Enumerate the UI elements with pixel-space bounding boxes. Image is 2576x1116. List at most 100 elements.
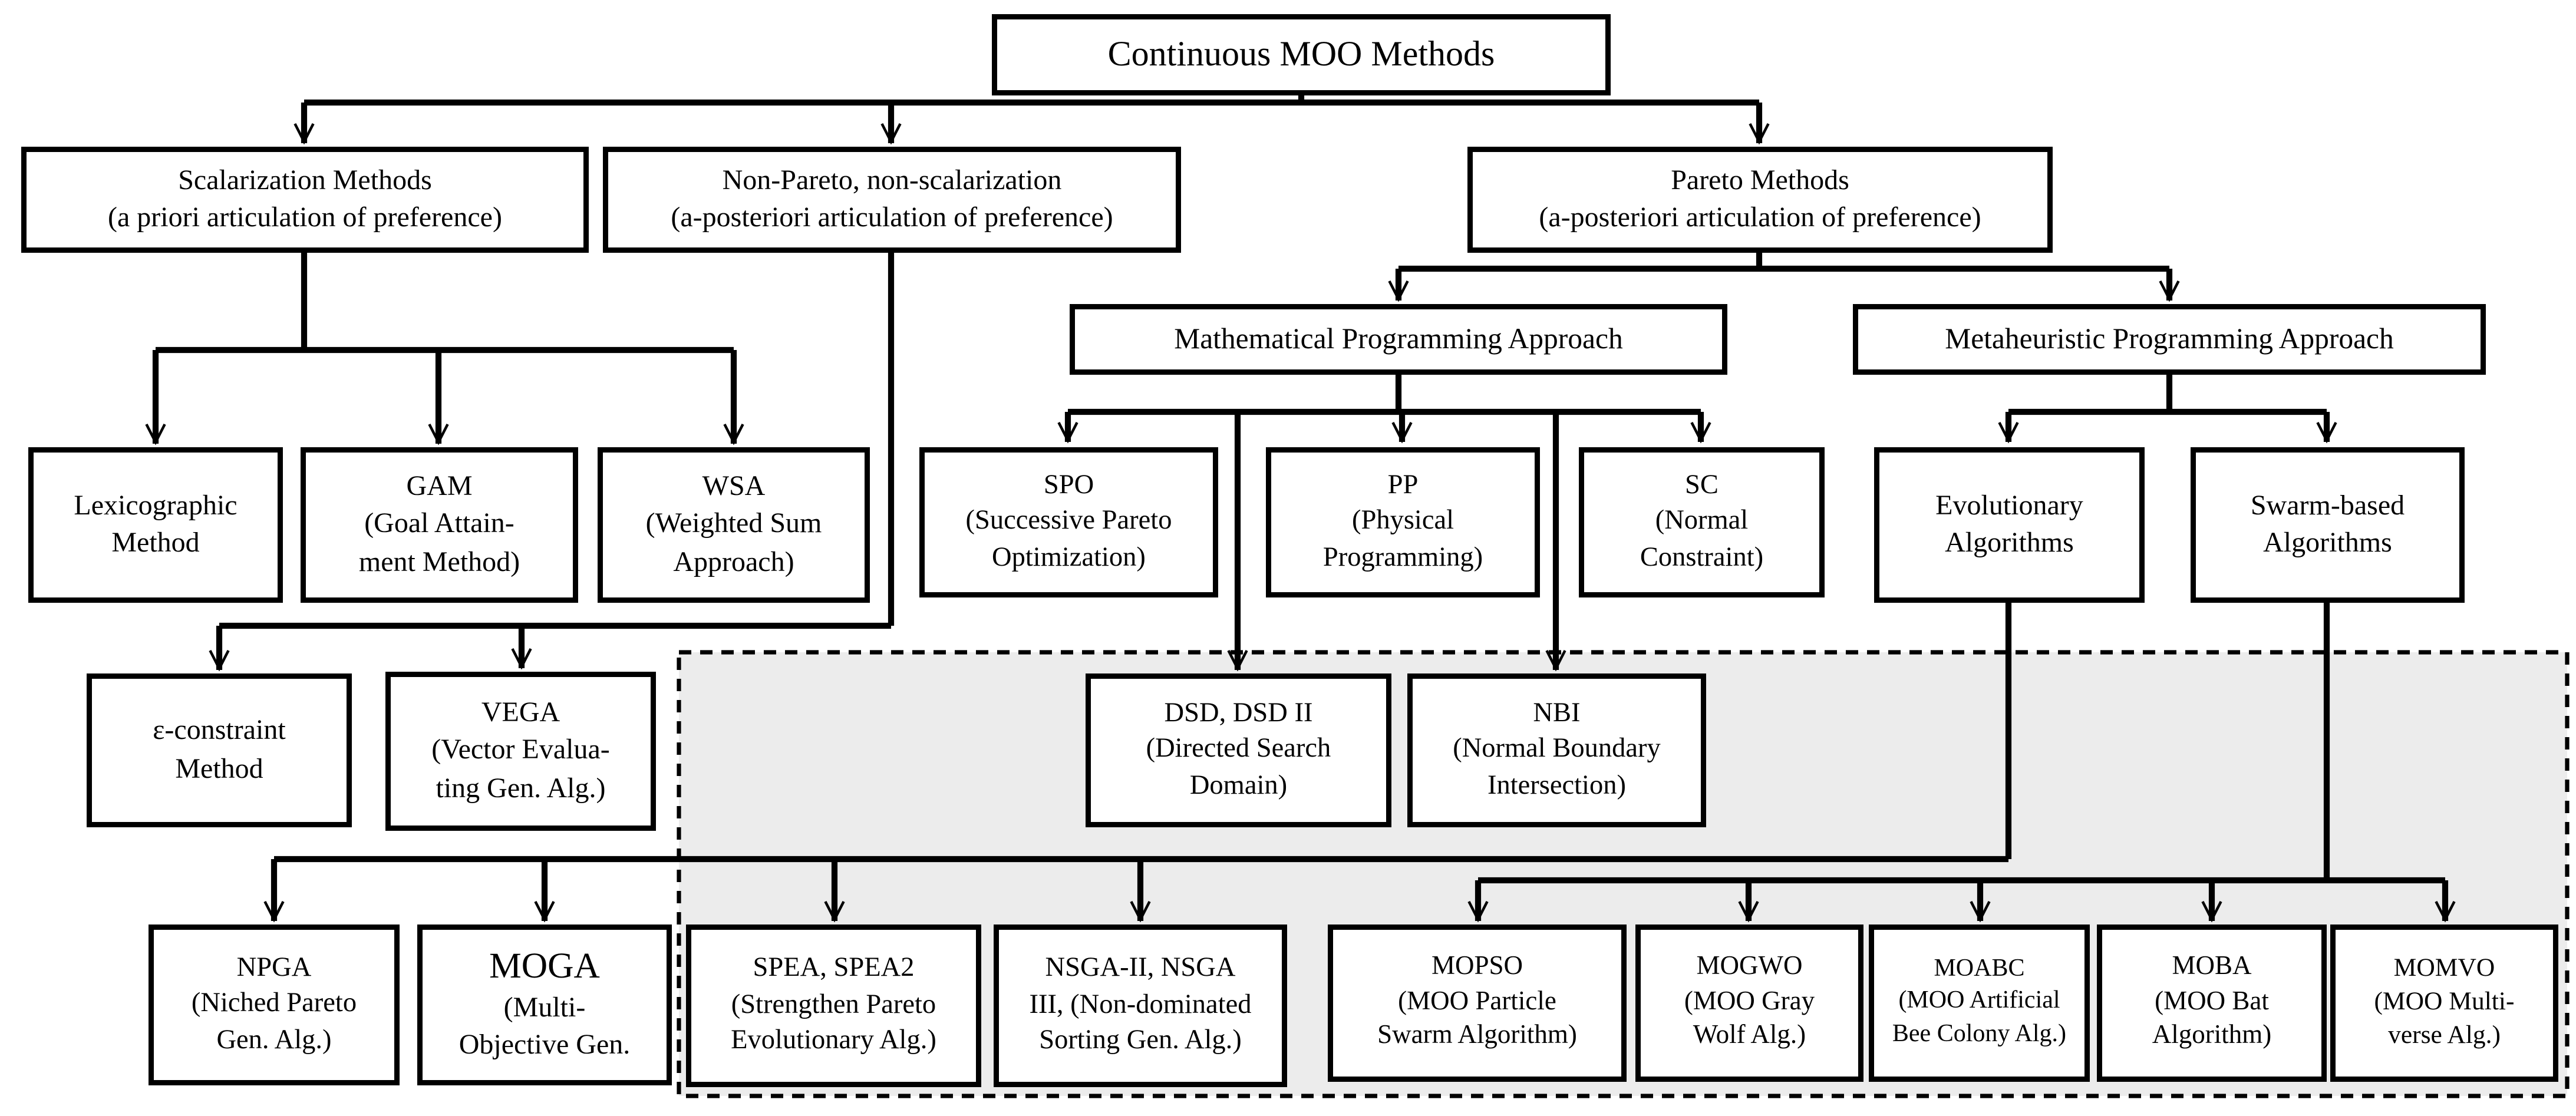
node-label-line: (a-posteriori articulation of preference…: [671, 203, 1113, 233]
arrowhead: [2159, 280, 2180, 302]
arrowhead: [511, 648, 532, 670]
node-label-line: (Physical: [1351, 506, 1454, 536]
node-label-line: Mathematical Programming Approach: [1174, 322, 1623, 356]
arrowhead: [534, 900, 555, 923]
node-label-line: SPEA, SPEA2: [753, 953, 915, 983]
node-label-line: (Normal: [1655, 506, 1749, 536]
node-label-line: (Niched Pareto: [191, 988, 357, 1019]
arrowhead: [1690, 421, 1711, 444]
node-label-line: Algorithms: [1945, 529, 2074, 559]
node-label-line: Non-Pareto, non-scalarization: [722, 166, 1062, 196]
node-label-line: (Vector Evalua-: [431, 736, 610, 767]
node-label-line: Bee Colony Alg.): [1892, 1021, 2067, 1048]
arrowhead: [293, 123, 315, 145]
node-label-line: verse Alg.): [2388, 1022, 2501, 1051]
node-label-line: Method: [111, 529, 200, 559]
node-label-line: Metaheuristic Programming Approach: [1945, 322, 2394, 356]
node-label-line: ting Gen. Alg.): [436, 773, 606, 804]
node-moga: MOGA (Multi- Objective Gen.: [417, 925, 672, 1085]
node-label-line: Algorithms: [2263, 529, 2392, 559]
node-label-line: ε-constraint: [153, 717, 286, 747]
arrowhead: [1738, 900, 1759, 923]
node-label-line: (Strengthen Pareto: [731, 989, 936, 1020]
node-non-pareto: Non-Pareto, non-scalarization (a-posterio…: [603, 147, 1181, 253]
node-label-line: (Directed Search: [1146, 734, 1331, 764]
node-label-line: NBI: [1533, 698, 1581, 728]
arrowhead: [723, 423, 744, 445]
node-label-line: ment Method): [358, 547, 520, 577]
node-root: Continuous MOO Methods: [992, 14, 1611, 95]
node-label-line: Objective Gen.: [459, 1031, 631, 1061]
node-label-line: MOABC: [1934, 956, 2025, 983]
node-label-line: MOPSO: [1431, 952, 1523, 981]
arrowhead: [145, 423, 166, 445]
node-label-line: (Multi-: [503, 993, 586, 1024]
node-label-line: Wolf Alg.): [1693, 1022, 1806, 1051]
node-label-line: Approach): [673, 547, 794, 577]
arrowhead: [1388, 280, 1409, 302]
arrowhead: [428, 423, 449, 445]
node-label-line: (Normal Boundary: [1453, 734, 1661, 764]
node-label-line: PP: [1387, 470, 1419, 500]
node-label-line: (MOO Gray: [1684, 987, 1815, 1016]
arrowhead: [1467, 900, 1489, 923]
node-label-line: MOMVO: [2393, 954, 2495, 983]
node-label-line: (MOO Artificial: [1898, 988, 2060, 1015]
node-label-line: Swarm-based: [2250, 491, 2405, 521]
node-label-line: GAM: [406, 472, 473, 503]
node-scalarization: Scalarization Methods (a priori articulat…: [21, 147, 589, 253]
node-label-line: (MOO Multi-: [2374, 988, 2515, 1016]
node-math-prog: Mathematical Programming Approach: [1070, 304, 1727, 375]
arrowhead: [1545, 649, 1566, 672]
node-label-line: (Goal Attain-: [364, 510, 514, 540]
node-label-line: MOGA: [489, 946, 600, 986]
node-gam: GAM (Goal Attain-ment Method): [301, 447, 578, 603]
node-label-line: Domain): [1189, 770, 1288, 801]
node-label-line: Algorithm): [2152, 1022, 2272, 1051]
arrowhead: [1227, 649, 1248, 672]
node-label-line: SC: [1685, 470, 1719, 500]
node-label-line: NSGA-II, NSGA: [1045, 953, 1236, 983]
node-label-line: Programming): [1322, 542, 1483, 573]
node-label-line: III, (Non-dominated: [1029, 989, 1252, 1020]
arrowhead: [1970, 900, 1991, 923]
node-pareto: Pareto Methods (a-posteriori articulation…: [1467, 147, 2053, 253]
arrowhead: [263, 900, 285, 923]
node-label-line: Method: [175, 754, 263, 784]
node-label-line: NPGA: [236, 952, 312, 983]
node-label-line: Swarm Algorithm): [1377, 1022, 1577, 1051]
arrowhead: [2201, 900, 2222, 923]
arrowhead: [824, 900, 845, 923]
node-label-line: (a-posteriori articulation of preference…: [1539, 203, 1981, 233]
node-label-line: Scalarization Methods: [178, 166, 432, 196]
node-label-line: DSD, DSD II: [1164, 698, 1313, 728]
node-label-line: (Weighted Sum: [645, 510, 822, 540]
node-label-line: (MOO Particle: [1398, 987, 1556, 1016]
arrowhead: [1057, 421, 1078, 444]
arrowhead: [2316, 421, 2337, 444]
node-label-line: Pareto Methods: [1671, 166, 1849, 196]
node-label-line: (a priori articulation of preference): [108, 203, 502, 233]
node-label-line: Evolutionary Alg.): [731, 1025, 936, 1056]
arrowhead: [880, 123, 902, 145]
node-label-line: (Successive Pareto: [965, 506, 1172, 536]
arrowhead: [1749, 123, 1770, 145]
